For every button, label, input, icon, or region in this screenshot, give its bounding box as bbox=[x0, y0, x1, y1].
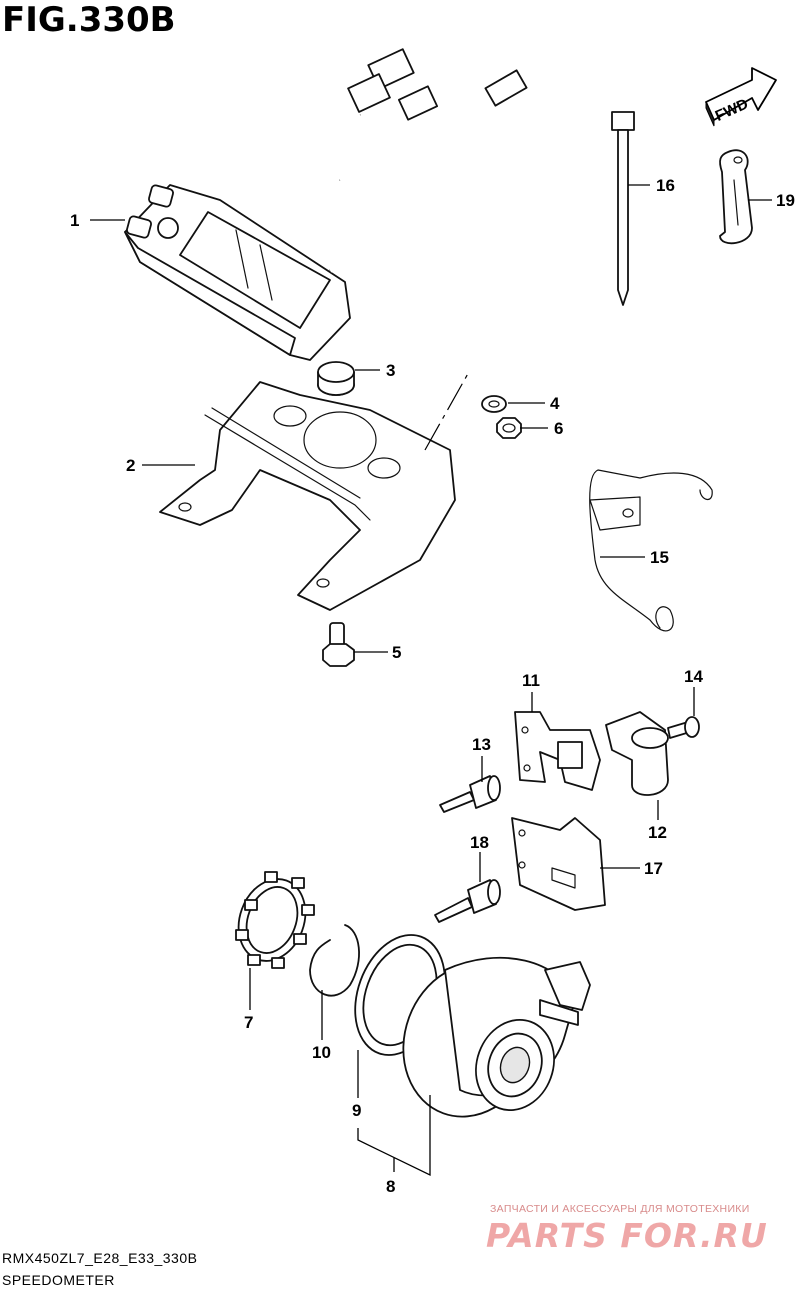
callout-1: 1 bbox=[70, 211, 79, 230]
callout-18: 18 bbox=[470, 833, 489, 852]
callout-14: 14 bbox=[684, 667, 703, 686]
speed-sensor-assembly bbox=[402, 956, 591, 1118]
grommet bbox=[317, 361, 355, 396]
callout-5: 5 bbox=[392, 643, 401, 662]
callout-numbers: 1 2 3 4 5 6 7 8 9 10 11 12 13 14 15 16 1… bbox=[70, 176, 795, 1196]
callout-6: 6 bbox=[554, 419, 563, 438]
clamp bbox=[719, 149, 753, 245]
watermark-logo: PARTS FOR.RU bbox=[486, 1216, 768, 1255]
callout-2: 2 bbox=[126, 456, 135, 475]
callout-3: 3 bbox=[386, 361, 395, 380]
watermark-tagline: ЗАПЧАСТИ И АКСЕССУАРЫ ДЛЯ МОТОТЕХНИКИ bbox=[490, 1203, 750, 1215]
model-code: RMX450ZL7_E28_E33_330B bbox=[2, 1250, 198, 1266]
circlip bbox=[309, 924, 360, 997]
cable-tie bbox=[611, 111, 635, 306]
callout-8: 8 bbox=[386, 1177, 395, 1196]
callout-19: 19 bbox=[776, 191, 795, 210]
bolt bbox=[322, 622, 355, 667]
callout-11: 11 bbox=[522, 671, 540, 690]
callout-17: 17 bbox=[644, 859, 663, 878]
callout-9: 9 bbox=[352, 1101, 361, 1120]
callout-13: 13 bbox=[472, 735, 491, 754]
meter-bracket bbox=[159, 369, 471, 611]
rivet-2 bbox=[434, 879, 501, 923]
sensor-cover bbox=[605, 711, 669, 796]
callout-7: 7 bbox=[244, 1013, 253, 1032]
speedometer-unit bbox=[124, 48, 528, 361]
fwd-arrow-icon: FWD bbox=[705, 67, 777, 127]
nut bbox=[496, 417, 522, 439]
rivet bbox=[439, 775, 501, 813]
callout-12: 12 bbox=[648, 823, 667, 842]
washer bbox=[481, 395, 507, 413]
figure-name: SPEEDOMETER bbox=[2, 1272, 115, 1288]
callout-10: 10 bbox=[312, 1043, 331, 1062]
screw bbox=[667, 716, 700, 739]
leader-lines bbox=[90, 184, 772, 1177]
callout-15: 15 bbox=[650, 548, 669, 567]
callout-16: 16 bbox=[656, 176, 675, 195]
figure-title: FIG.330B bbox=[2, 0, 176, 40]
retaining-ring bbox=[235, 871, 315, 969]
sensor-bracket bbox=[514, 711, 601, 791]
wire-guide bbox=[589, 469, 713, 632]
callout-4: 4 bbox=[550, 394, 560, 413]
sensor-plate bbox=[511, 817, 606, 911]
